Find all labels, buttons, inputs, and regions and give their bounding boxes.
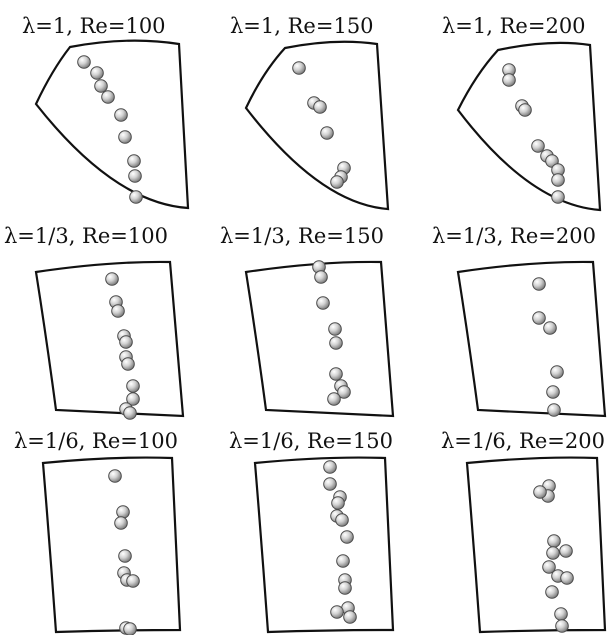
particle-sphere <box>340 530 354 544</box>
particle-sphere <box>551 190 565 204</box>
panel-7: λ=1/6, Re=100 <box>14 429 182 635</box>
panel-title: λ=1/3, Re=100 <box>4 224 168 248</box>
particles-group <box>108 469 140 635</box>
panel-title: λ=1/3, Re=200 <box>432 224 596 248</box>
particle-sphere <box>343 610 357 624</box>
particle-sphere <box>94 79 108 93</box>
particles-group <box>323 460 357 624</box>
particle-sphere <box>114 108 128 122</box>
particle-sphere <box>328 322 342 336</box>
particle-sphere <box>337 385 351 399</box>
particle-sphere <box>314 270 328 284</box>
panel-1: λ=1, Re=100 <box>22 14 190 210</box>
particle-sphere <box>545 585 559 599</box>
particle-sphere <box>542 560 556 574</box>
particle-sphere <box>330 605 344 619</box>
particle-sphere <box>126 379 140 393</box>
particle-sphere <box>128 169 142 183</box>
particle-sphere <box>320 126 334 140</box>
duct-cross-section <box>456 260 607 418</box>
particle-sphere <box>123 622 137 635</box>
particle-sphere <box>518 103 532 117</box>
particle-sphere <box>555 619 569 633</box>
particles-group <box>502 63 565 204</box>
panel-title: λ=1, Re=100 <box>22 14 166 38</box>
duct-cross-section <box>244 40 390 211</box>
particle-sphere <box>121 357 135 371</box>
particles-group <box>532 277 564 417</box>
panel-title: λ=1/6, Re=100 <box>14 429 178 453</box>
particles-group <box>533 479 574 633</box>
particle-sphere <box>101 90 115 104</box>
particle-sphere <box>126 392 140 406</box>
particle-sphere <box>292 61 306 75</box>
particle-sphere <box>336 554 350 568</box>
panel-5: λ=1/3, Re=150 <box>220 224 395 418</box>
particle-sphere <box>560 571 574 585</box>
particle-sphere <box>111 304 125 318</box>
panel-title: λ=1/6, Re=150 <box>229 429 393 453</box>
panel-title: λ=1, Re=200 <box>442 14 586 38</box>
particle-sphere <box>543 321 557 335</box>
duct-cross-section <box>456 41 602 212</box>
particle-sphere <box>129 190 143 204</box>
particle-sphere <box>327 392 341 406</box>
particle-sphere <box>559 544 573 558</box>
particle-sphere <box>554 607 568 621</box>
particle-sphere <box>323 477 337 491</box>
duct-cross-section <box>244 260 395 418</box>
particle-sphere <box>118 130 132 144</box>
particle-sphere <box>126 574 140 588</box>
duct-cross-section <box>465 456 607 634</box>
panel-6: λ=1/3, Re=200 <box>432 224 607 418</box>
duct-cross-section <box>41 456 182 634</box>
panel-title: λ=1, Re=150 <box>230 14 374 38</box>
particle-sphere <box>502 73 516 87</box>
particle-sphere <box>316 296 330 310</box>
panel-4: λ=1/3, Re=100 <box>4 224 185 420</box>
particle-sphere <box>77 55 91 69</box>
particle-sphere <box>105 272 119 286</box>
particle-sphere <box>330 175 344 189</box>
particle-sphere <box>116 505 130 519</box>
panel-2: λ=1, Re=150 <box>230 14 390 211</box>
particle-sphere <box>532 311 546 325</box>
particle-sphere <box>335 513 349 527</box>
particle-sphere <box>118 549 132 563</box>
particles-group <box>105 272 140 420</box>
particle-sphere <box>331 496 345 510</box>
panel-3: λ=1, Re=200 <box>442 14 602 212</box>
particles-group <box>312 260 351 406</box>
particle-sphere <box>550 365 564 379</box>
particle-sphere <box>531 139 545 153</box>
particle-sphere <box>119 335 133 349</box>
panel-8: λ=1/6, Re=150 <box>229 429 395 634</box>
particle-sphere <box>547 534 561 548</box>
particle-sphere <box>114 516 128 530</box>
particle-sphere <box>546 546 560 560</box>
panel-9: λ=1/6, Re=200 <box>441 429 607 634</box>
panel-title: λ=1/3, Re=150 <box>220 224 384 248</box>
particle-sphere <box>123 406 137 420</box>
particles-group <box>77 55 143 204</box>
particle-sphere <box>532 277 546 291</box>
particle-sphere <box>338 581 352 595</box>
panel-title: λ=1/6, Re=200 <box>441 429 605 453</box>
particle-sphere <box>551 173 565 187</box>
duct-cross-section <box>253 456 395 634</box>
particle-sphere <box>329 367 343 381</box>
particle-sphere <box>127 154 141 168</box>
particle-sphere <box>547 403 561 417</box>
particles-group <box>292 61 351 189</box>
particle-sphere <box>546 385 560 399</box>
particle-sphere <box>323 460 337 474</box>
particle-sphere <box>313 100 327 114</box>
particle-sphere <box>90 66 104 80</box>
particle-sphere <box>329 336 343 350</box>
duct-cross-section <box>34 39 190 210</box>
particle-sphere <box>533 485 547 499</box>
particle-sphere <box>108 469 122 483</box>
